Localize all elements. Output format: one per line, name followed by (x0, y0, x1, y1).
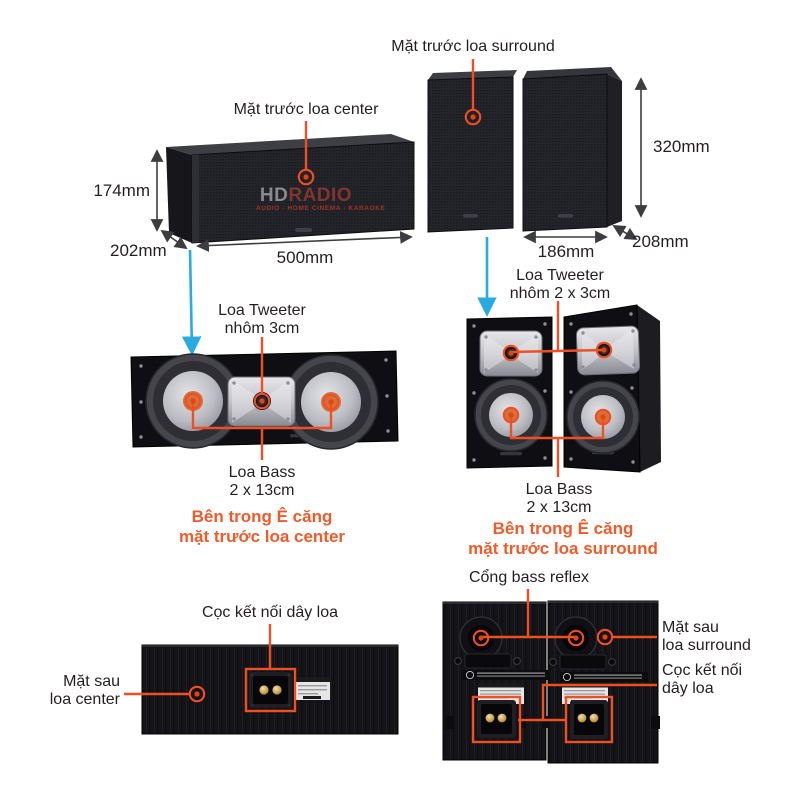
surround-front-pointer (464, 59, 482, 126)
center-terminal-label: Cọc kết nối dây loa (201, 604, 339, 621)
center-depth-dim: 202mm (110, 241, 167, 260)
surround-width-dim: 186mm (537, 242, 595, 261)
surround-bass-label: Loa Bass 2 x 13cm (525, 481, 593, 516)
center-height-dim: 174mm (93, 181, 150, 200)
yamaha-badge (295, 228, 312, 232)
yamaha-badge (463, 214, 478, 218)
surround-inside-caption: Bên trong Ê căng mặt trước loa surround (468, 519, 658, 558)
center-front-pointer (297, 121, 315, 186)
flow-arrow-center (181, 249, 202, 356)
surround-woofer-left (474, 378, 548, 452)
surround-rear-pointers (471, 589, 657, 744)
center-inside-caption: Bên trong Ê căng mặt trước loa center (178, 507, 346, 546)
surround-terminal-label: Cọc kết nối dây loa (662, 662, 743, 697)
center-inside-pointers (191, 337, 333, 460)
surround-front-dimension-arrows (523, 77, 648, 244)
surround-rear-label: Mặt sau loa surround (662, 619, 751, 654)
keyhole-mounts (454, 653, 616, 670)
surround-speakers-inside-photo (466, 304, 661, 473)
center-rear-label: Mặt sau loa center (49, 673, 120, 708)
center-tweeter-label: Loa Tweeter nhôm 3cm (218, 302, 306, 337)
warning-strips (463, 670, 648, 682)
surround-terminal-cups (477, 700, 608, 739)
surround-depth-dim: 208mm (632, 232, 689, 251)
surround-inside-pointers (509, 301, 605, 477)
surround-speakers-front-photo (427, 67, 622, 233)
center-speaker-front-photo (166, 134, 415, 244)
surround-front-title: Mặt trước loa surround (391, 38, 555, 55)
surround-port-label: Cổng bass reflex (468, 569, 590, 586)
yamaha-badge (558, 214, 573, 218)
center-terminal-cup (249, 672, 292, 708)
yamaha-badge (500, 452, 522, 456)
mount-feet (445, 716, 660, 729)
center-speaker-inside-photo (130, 350, 399, 450)
center-rear-pointers (124, 624, 297, 713)
surround-speakers-rear-photo (442, 600, 660, 764)
surround-tweeter-label: Loa Tweeter nhôm 2 x 3cm (509, 267, 611, 302)
center-front-title: Mặt trước loa center (233, 101, 379, 118)
center-width-dim: 500mm (276, 248, 334, 267)
center-bass-label: Loa Bass 2 x 13cm (228, 464, 296, 499)
surround-height-dim: 320mm (653, 137, 710, 156)
center-rear-spec-label (296, 677, 330, 700)
center-front-dimension-arrows (150, 149, 413, 252)
